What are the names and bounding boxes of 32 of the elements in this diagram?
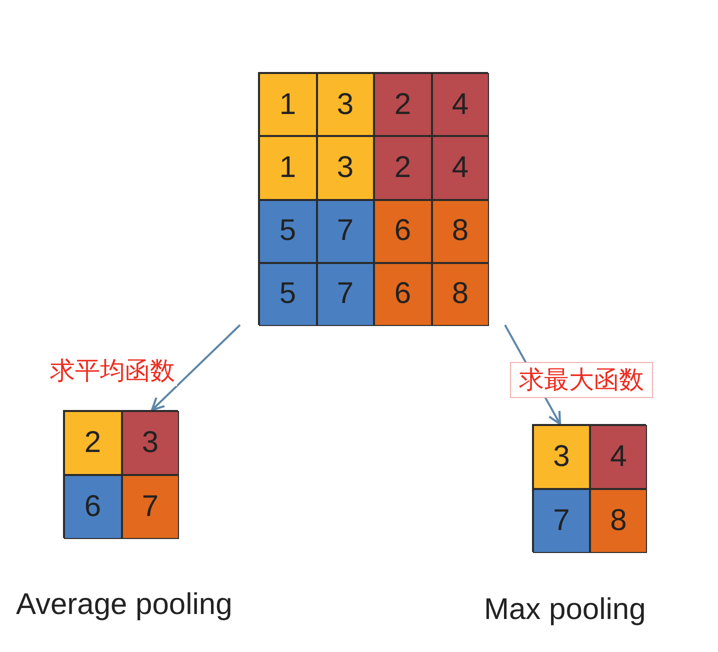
grid-cell: 8 [432,262,489,326]
grid-cell: 7 [533,489,590,553]
grid-cell: 3 [316,73,374,136]
grid-cell: 2 [374,73,432,136]
edge-label: 求平均函数 [48,356,177,386]
edge-label: 求最大函数 [510,362,653,398]
number-grid [532,424,646,552]
grid-cell: 7 [122,475,179,539]
grid-cell: 6 [64,475,122,539]
grid-cell: 1 [259,73,316,136]
grid-cell: 4 [432,73,489,136]
grid-cell: 1 [259,136,316,200]
grid-cell: 7 [316,200,374,263]
grid-cell: 8 [432,200,489,263]
number-grid [258,72,488,325]
arrow [150,324,241,412]
grid-cell: 8 [590,489,647,553]
grid-cell: 3 [316,136,374,200]
grid-cell: 7 [316,262,374,326]
grid-cell: 2 [64,411,122,475]
grid-caption: Max pooling [484,593,646,627]
grid-cell: 6 [374,262,432,326]
grid-cell: 3 [533,425,590,489]
grid-cell: 6 [374,200,432,263]
grid-cell: 5 [259,262,316,326]
grid-cell: 2 [374,136,432,200]
grid-cell: 3 [122,411,179,475]
grid-cell: 5 [259,200,316,263]
grid-caption: Average pooling [16,588,232,622]
grid-cell: 4 [432,136,489,200]
grid-cell: 4 [590,425,647,489]
number-grid [63,410,178,538]
